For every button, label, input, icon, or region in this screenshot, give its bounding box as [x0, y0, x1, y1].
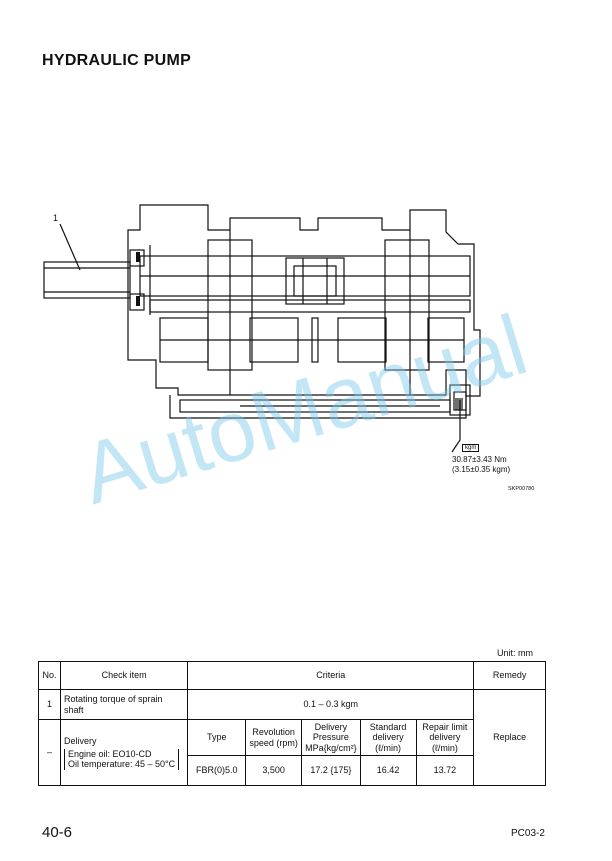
table-row: FBR(0)5.0 3,500 17.2 {175} 16.42 13.72 — [39, 755, 546, 787]
unit-label: Unit: mm — [497, 648, 533, 658]
subheader-revolution: Revolution speed (rpm) — [245, 718, 303, 757]
callout-number: 1 — [53, 213, 59, 223]
torque-nm: 30.87±3.43 Nm — [452, 455, 507, 464]
figure-code: SKP00780 — [508, 486, 535, 492]
header-check-item: Check item — [59, 661, 189, 690]
subheader-repair-limit: Repair limit delivery (ℓ/min) — [415, 718, 475, 757]
page-number: 40-6 — [42, 824, 73, 841]
model-code: PC03-2 — [511, 828, 545, 839]
value-standard: 16.42 — [359, 755, 417, 787]
table-row: – Delivery Engine oil: EO10-CD Oil tempe… — [38, 718, 546, 787]
subheader-type: Type — [187, 718, 247, 757]
row2-item: Delivery — [63, 735, 97, 746]
torque-spec: 30.87±3.43 Nm (3.15±0.35 kgm) — [452, 455, 510, 475]
value-repair-limit: 13.72 — [415, 755, 475, 787]
row1-no: 1 — [38, 689, 61, 720]
header-criteria: Criteria — [187, 661, 475, 690]
table-row: 1 Rotating torque of sprain shaft 0.1 – … — [38, 688, 546, 787]
remedy-cell: Replace — [473, 688, 546, 787]
value-pressure: 17.2 {175} — [301, 755, 361, 787]
value-revolution: 3,500 — [245, 755, 303, 787]
row2-item-cell: Delivery Engine oil: EO10-CD Oil tempera… — [59, 718, 189, 787]
page-title: HYDRAULIC PUMP — [42, 52, 192, 69]
check-table: No. Check item Criteria Remedy 1 Rotatin… — [38, 661, 546, 787]
value-type: FBR(0)5.0 — [187, 755, 247, 787]
header-no: No. — [38, 661, 61, 690]
torque-unit-badge: kgm — [462, 444, 480, 452]
header-remedy: Remedy — [473, 661, 546, 690]
row1-item: Rotating torque of sprain shaft — [59, 689, 189, 720]
row2-conditions: Engine oil: EO10-CD Oil temperature: 45 … — [63, 748, 180, 770]
subheader-pressure: Delivery Pressure MPa{kg/cm²} — [301, 718, 361, 757]
header-row: No. Check item Criteria Remedy — [38, 661, 546, 690]
row1-criteria: 0.1 – 0.3 kgm — [187, 689, 475, 720]
subheader-standard: Standard delivery (ℓ/min) — [359, 718, 417, 757]
row2-no: – — [38, 718, 61, 787]
row2-cond-oil: Engine oil: EO10-CD — [67, 748, 152, 759]
torque-kgm: (3.15±0.35 kgm) — [452, 465, 511, 474]
row2-cond-temp: Oil temperature: 45 – 50°C — [67, 759, 176, 770]
